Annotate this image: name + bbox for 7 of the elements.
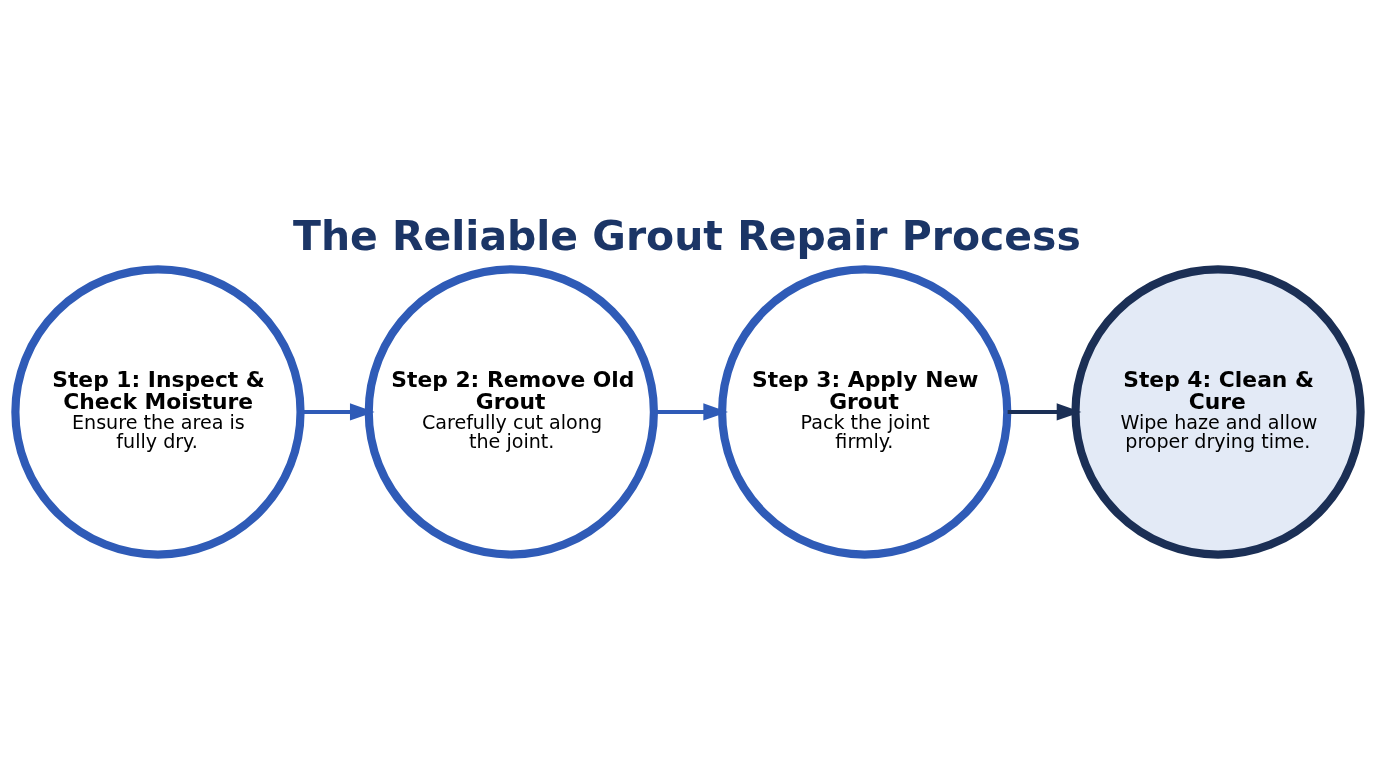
node-circle: Step 4: Clean & Cure Wipe haze and allow proper drying time. — [1071, 265, 1365, 559]
diagram-title: The Reliable Grout Repair Process — [293, 212, 1081, 261]
node-circle: Step 3: Apply New Grout Pack the joint firmly. — [718, 265, 1012, 559]
node-circle: Step 2: Remove Old Grout Carefully cut along the joint. — [364, 265, 658, 559]
node-circle: Step 1: Inspect & Check Moisture Ensure the area is fully dry. — [11, 265, 305, 559]
arrow — [1007, 403, 1082, 421]
arrow — [654, 403, 728, 421]
